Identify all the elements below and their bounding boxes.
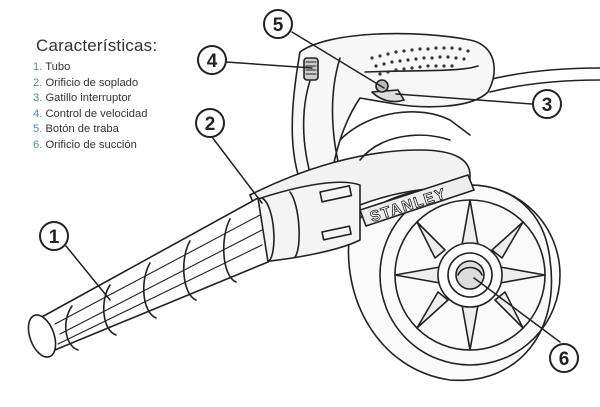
leader-3: [395, 93, 533, 105]
legend-item-blow-outlet: 2. Orificio de soplado: [33, 76, 139, 89]
callout-1: 1: [39, 221, 69, 251]
leader-5: [291, 31, 385, 89]
svg-text:4: 4: [207, 51, 218, 72]
grip-texture: [370, 46, 470, 76]
leader-4: [225, 61, 313, 69]
leader-1: [65, 245, 111, 301]
legend-title: Características:: [36, 36, 158, 55]
svg-text:3: 3: [542, 95, 553, 116]
callout-4: 4: [197, 45, 227, 75]
callout-2: 2: [195, 108, 225, 138]
leader-2: [211, 136, 263, 204]
legend-item-lock-button: 5. Botón de traba: [33, 123, 119, 136]
speed-control-wheel: [303, 57, 319, 81]
svg-text:6: 6: [559, 349, 570, 370]
handle: [291, 32, 496, 196]
leader-lines: [65, 31, 561, 343]
svg-text:1: 1: [49, 227, 60, 248]
svg-text:5: 5: [273, 15, 284, 36]
features-legend: Características: 1. Tubo 2. Orificio de …: [30, 36, 230, 154]
leader-6: [473, 277, 561, 343]
trigger-switch: [371, 89, 405, 103]
power-cord: [487, 67, 600, 93]
legend-item-trigger-switch: 3. Gatillo interruptor: [33, 92, 132, 105]
tube: [27, 197, 269, 358]
legend-item-speed-control: 4. Control de velocidad: [33, 107, 148, 120]
svg-text:2: 2: [205, 114, 216, 135]
suction-inlet: [437, 242, 503, 308]
impeller-housing: [347, 184, 561, 382]
legend-item-tube: 1. Tubo: [33, 61, 71, 73]
legend-item-suction-inlet: 6. Orificio de succión: [33, 138, 137, 151]
callout-3: 3: [532, 89, 562, 119]
callout-5: 5: [263, 9, 293, 39]
blow-outlet: [254, 181, 361, 263]
callout-6: 6: [549, 343, 579, 373]
callouts: 1 2 3 4 5 6: [39, 9, 579, 373]
legend-list: 1. Tubo 2. Orificio de soplado 3. Gatill…: [30, 60, 230, 154]
